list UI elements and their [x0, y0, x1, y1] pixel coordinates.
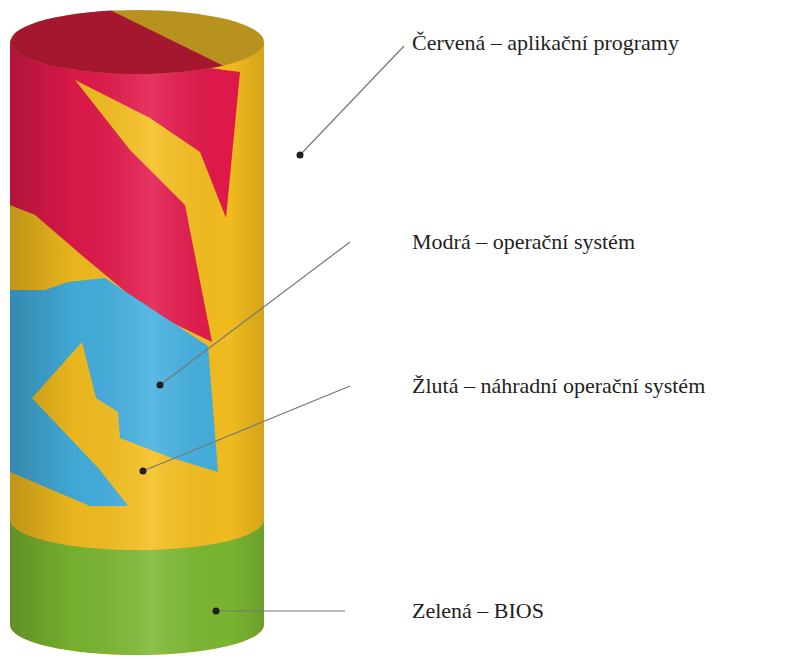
- legend-label: Červená – aplikační programy: [412, 30, 679, 56]
- legend-label: Modrá – operační systém: [412, 229, 635, 255]
- legend-label: Žlutá – náhradní operační systém: [412, 373, 705, 399]
- leader-dots: [140, 152, 304, 615]
- cylinder-top: [0, 0, 280, 90]
- legend-label: Zelená – BIOS: [412, 598, 544, 624]
- cylinder-body: [0, 0, 280, 659]
- leader-lines: [143, 46, 404, 611]
